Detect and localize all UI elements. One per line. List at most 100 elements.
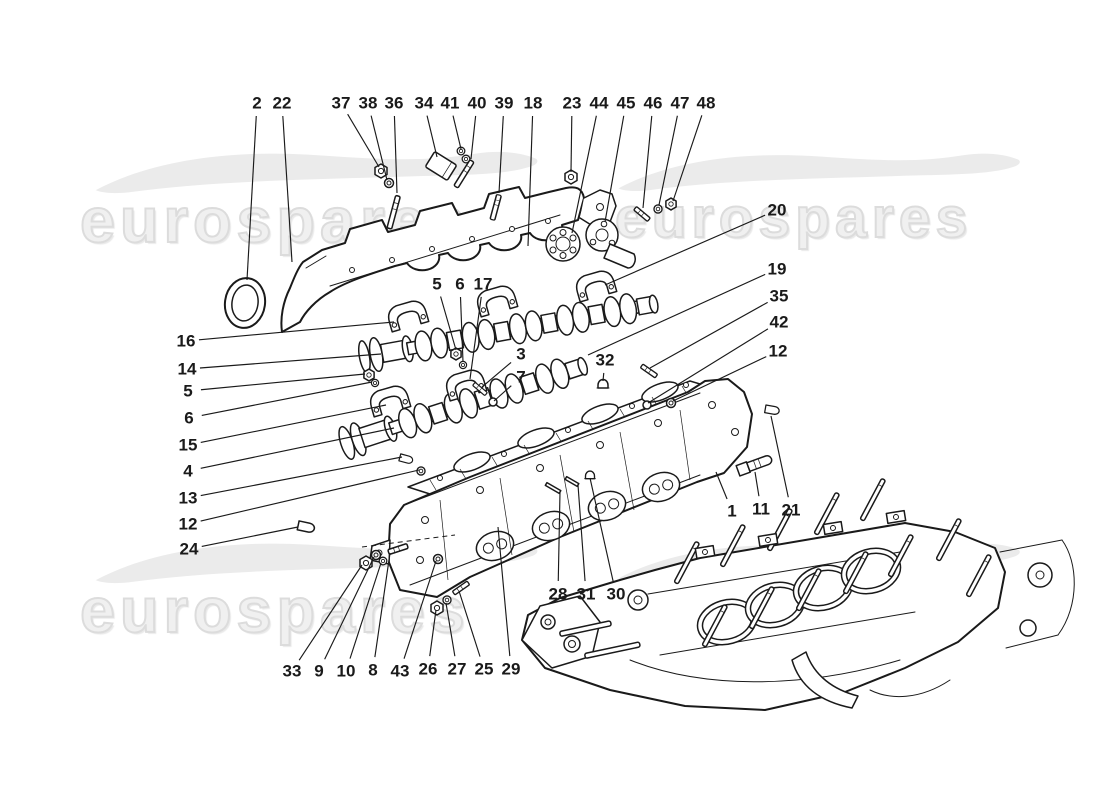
- camshaft-upper: [357, 293, 659, 374]
- part-number-42: 42: [770, 313, 789, 332]
- engine-block: [521, 477, 1075, 711]
- part-number-38: 38: [359, 94, 378, 113]
- loose-hardware: [296, 347, 781, 616]
- leader-line-35: [649, 301, 768, 369]
- leader-line-38: [370, 115, 388, 181]
- seal-ring: [223, 277, 267, 329]
- mounting-flange: [585, 218, 636, 269]
- leader-line-21: [770, 415, 789, 498]
- part-number-39: 39: [495, 94, 514, 113]
- leader-line-15: [200, 404, 387, 443]
- leader-line-9: [324, 556, 375, 660]
- part-number-6: 6: [184, 409, 193, 428]
- part-number-20: 20: [768, 201, 787, 220]
- leader-line-20: [604, 214, 766, 286]
- timing-sprocket: [545, 226, 581, 262]
- leader-line-26: [429, 609, 437, 657]
- part-number-6: 6: [455, 275, 464, 294]
- leader-line-32: [602, 372, 605, 382]
- head-bolt: [735, 454, 773, 477]
- part-number-44: 44: [590, 94, 609, 113]
- leader-line-42: [647, 328, 769, 404]
- leader-line-5: [200, 373, 366, 391]
- part-number-16: 16: [177, 332, 196, 351]
- leader-line-16: [198, 321, 395, 341]
- part-number-45: 45: [617, 94, 636, 113]
- leader-line-10: [349, 562, 382, 659]
- part-number-29: 29: [502, 660, 521, 679]
- part-number-24: 24: [180, 540, 199, 559]
- part-number-36: 36: [385, 94, 404, 113]
- part-number-3: 3: [516, 345, 525, 364]
- cam-cover: [280, 186, 617, 333]
- part-number-5: 5: [183, 382, 192, 401]
- part-number-17: 17: [474, 275, 493, 294]
- leader-line-5: [440, 296, 457, 351]
- part-number-21: 21: [782, 501, 801, 520]
- part-number-10: 10: [337, 662, 356, 681]
- leader-line-19: [587, 273, 766, 356]
- leader-line-3: [481, 361, 512, 388]
- part-number-32: 32: [596, 351, 615, 370]
- leader-line-2: [246, 115, 257, 281]
- leader-line-7: [493, 385, 512, 402]
- part-number-4: 4: [183, 462, 193, 481]
- part-number-41: 41: [441, 94, 460, 113]
- leader-line-29: [497, 526, 511, 657]
- leader-line-43: [403, 560, 437, 659]
- leader-line-27: [445, 602, 456, 657]
- leader-line-46: [642, 115, 653, 209]
- leader-line-23: [570, 115, 573, 173]
- part-number-33: 33: [283, 662, 302, 681]
- leader-line-34: [426, 115, 438, 158]
- leader-line-25: [458, 590, 481, 657]
- part-number-40: 40: [468, 94, 487, 113]
- leader-line-45: [604, 115, 625, 223]
- part-number-19: 19: [768, 260, 787, 279]
- leader-line-1: [715, 471, 728, 500]
- leader-line-33: [298, 564, 363, 661]
- part-number-7: 7: [516, 368, 525, 387]
- part-number-25: 25: [475, 660, 494, 679]
- part-number-12: 12: [179, 515, 198, 534]
- part-number-27: 27: [448, 660, 467, 679]
- part-number-26: 26: [419, 660, 438, 679]
- leader-line-4: [200, 427, 395, 469]
- leader-line-36: [393, 115, 398, 194]
- leader-line-8: [374, 552, 391, 658]
- part-number-2: 2: [252, 94, 261, 113]
- leader-line-17: [469, 296, 482, 380]
- leader-line-6: [201, 381, 373, 417]
- leader-line-48: [672, 115, 703, 202]
- part-number-12: 12: [769, 342, 788, 361]
- leader-line-13: [200, 456, 403, 497]
- part-number-8: 8: [368, 661, 377, 680]
- camshaft-lower: [338, 356, 589, 460]
- cylinder-head: [369, 378, 753, 598]
- leader-line-12: [672, 356, 767, 402]
- part-number-15: 15: [179, 436, 198, 455]
- leader-line-47: [658, 115, 678, 206]
- part-number-47: 47: [671, 94, 690, 113]
- part-number-43: 43: [391, 662, 410, 681]
- part-number-23: 23: [563, 94, 582, 113]
- leader-line-14: [199, 353, 382, 369]
- leader-line-30: [589, 477, 614, 582]
- leader-line-28: [557, 491, 561, 582]
- leader-line-6: [459, 296, 464, 363]
- part-number-28: 28: [549, 585, 568, 604]
- part-number-13: 13: [179, 489, 198, 508]
- part-number-31: 31: [577, 585, 596, 604]
- part-number-34: 34: [415, 94, 434, 113]
- leader-line-22: [282, 115, 293, 263]
- leader-line-31: [577, 484, 586, 582]
- part-number-5: 5: [432, 275, 441, 294]
- part-number-37: 37: [332, 94, 351, 113]
- part-number-30: 30: [607, 585, 626, 604]
- leader-line-24: [201, 526, 299, 547]
- leader-line-18: [527, 115, 534, 247]
- part-number-18: 18: [524, 94, 543, 113]
